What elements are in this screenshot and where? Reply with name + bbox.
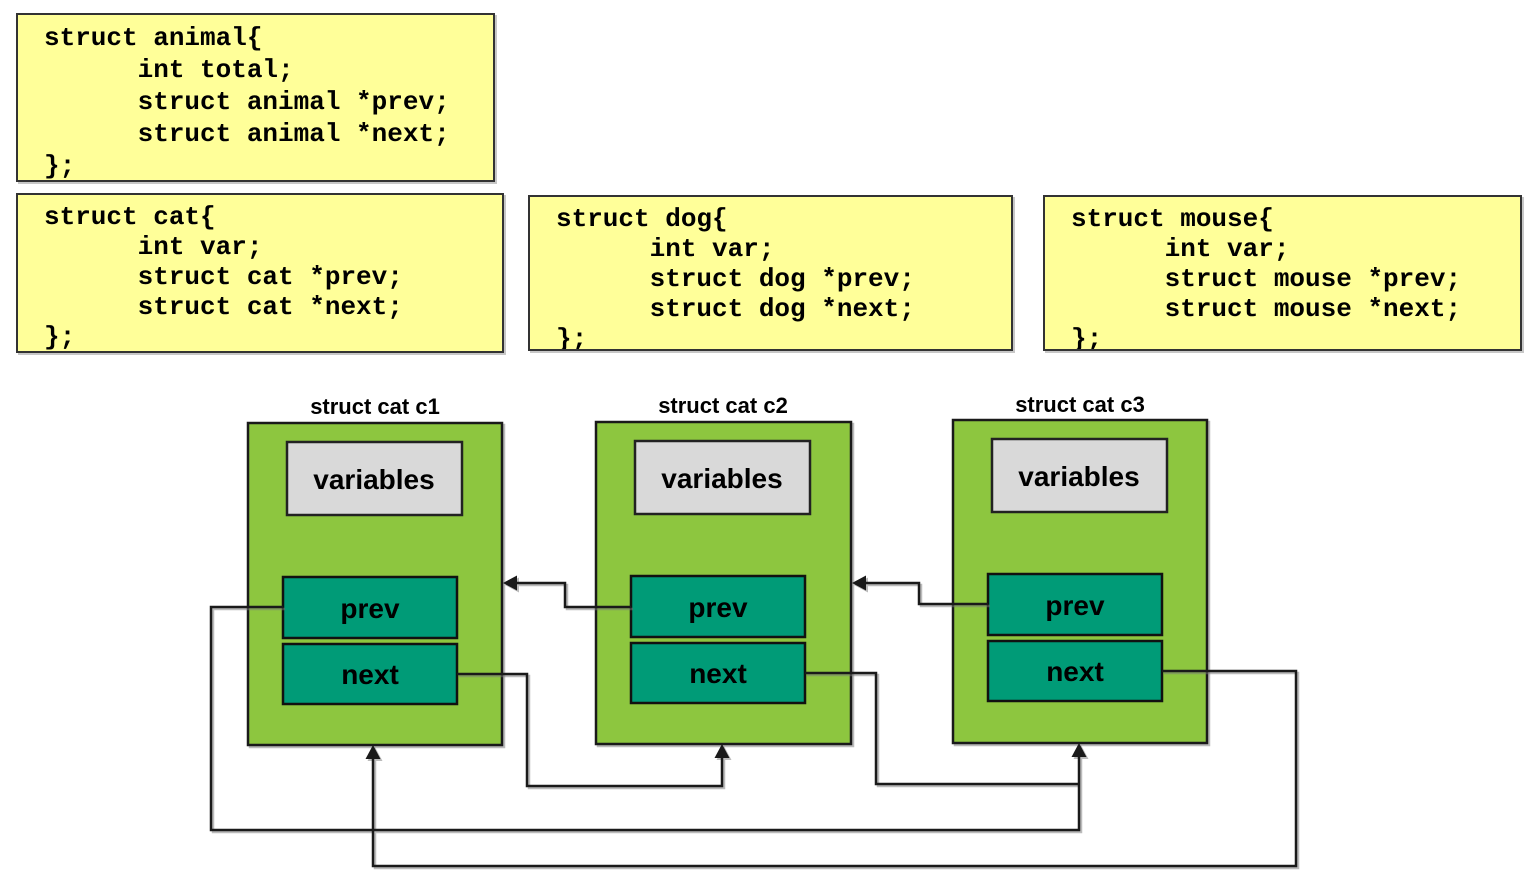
node-c2: struct cat c2 variables prev next	[594, 393, 853, 746]
node-c3: struct cat c3 variables prev next	[951, 392, 1209, 745]
prev-box-c1	[281, 575, 459, 640]
next-box-c1	[281, 642, 459, 706]
variables-label-c1: variables	[313, 464, 434, 495]
struct-def-dog: struct dog{ int var; struct dog *prev; s…	[528, 195, 1013, 351]
arrowhead-c3prev-to-c2	[852, 575, 866, 591]
variables-box-c1	[285, 440, 464, 517]
pointer-arrows	[209, 575, 1298, 868]
variables-box-c3	[990, 437, 1169, 514]
struct-def-mouse: struct mouse{ int var; struct mouse *pre…	[1043, 195, 1522, 351]
prev-label-c1: prev	[340, 593, 400, 624]
variables-label-c3: variables	[1018, 461, 1139, 492]
arrow-c3next-to-c1	[371, 669, 1298, 868]
struct-def-cat: struct cat{ int var; struct cat *prev; s…	[16, 193, 504, 353]
arrowhead-into-c3-bottom	[1071, 743, 1087, 757]
struct-def-animal: struct animal{ int total; struct animal …	[16, 13, 495, 182]
next-label-c1: next	[341, 659, 399, 690]
arrow-c1prev-to-c3	[209, 605, 1081, 832]
next-label-c3: next	[1046, 656, 1104, 687]
variables-box-c2	[633, 439, 812, 516]
node-title-c3: struct cat c3	[1015, 392, 1145, 417]
arrow-c3prev-to-c2	[863, 581, 988, 606]
arrowhead-c1next-to-c2	[714, 744, 730, 758]
node-title-c1: struct cat c1	[310, 394, 440, 419]
prev-box-c2	[629, 574, 807, 639]
variables-label-c2: variables	[661, 463, 782, 494]
arrowhead-c3next-to-c1	[365, 745, 381, 759]
arrowhead-c2prev-to-c1	[503, 575, 517, 591]
next-label-c2: next	[689, 658, 747, 689]
arrow-c1next-to-c2	[457, 672, 724, 788]
arrow-c2prev-to-c1	[514, 581, 631, 609]
arrow-c2next-to-c3	[805, 671, 1079, 786]
prev-label-c2: prev	[688, 592, 748, 623]
node-c1: struct cat c1 variables prev next	[246, 394, 504, 747]
prev-label-c3: prev	[1045, 590, 1105, 621]
next-box-c3	[986, 639, 1164, 703]
node-title-c2: struct cat c2	[658, 393, 788, 418]
